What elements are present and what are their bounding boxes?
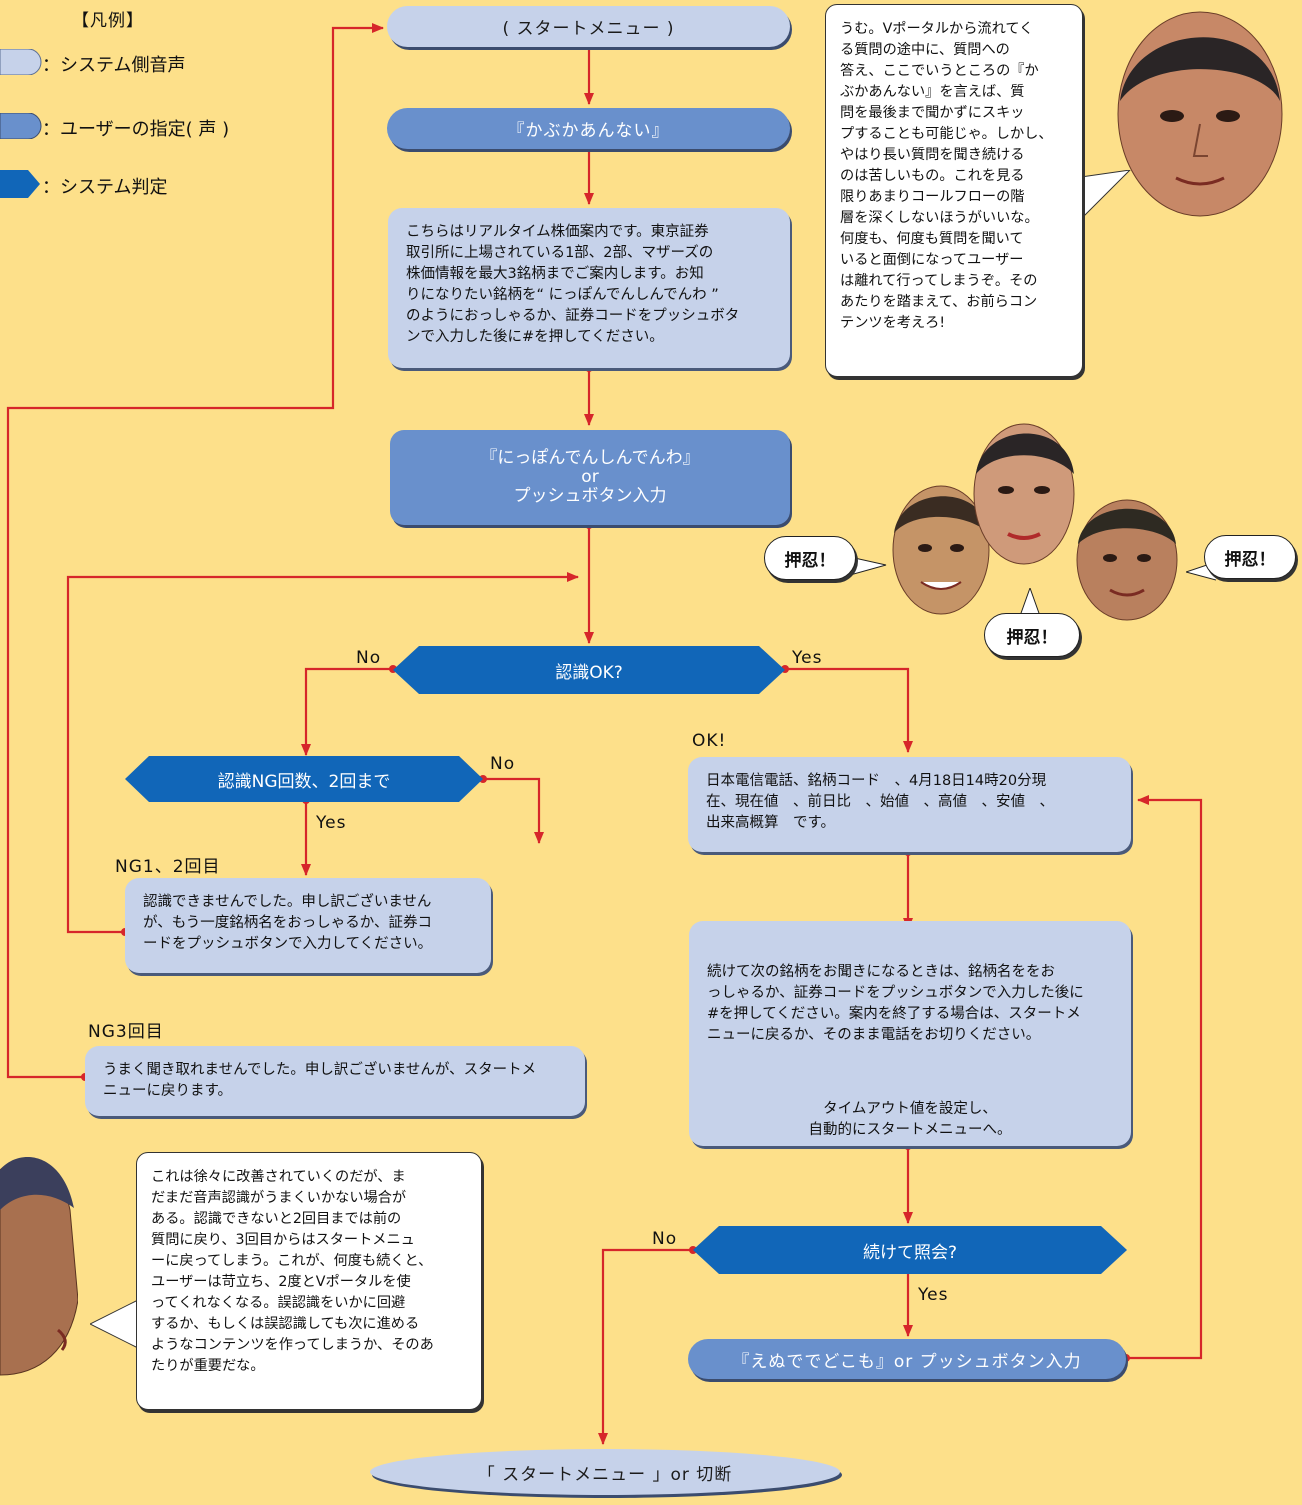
oshi-tail-1 xyxy=(850,556,887,576)
label-no-3: No xyxy=(652,1229,678,1249)
face-illustration-middle xyxy=(973,423,1075,565)
legend-system-judge: ：システム判定 xyxy=(42,177,168,198)
docomo-input-node: 『えぬででどこも』or プッシュボタン入力 xyxy=(688,1339,1126,1379)
stock-input-line1: 『にっぽんでんしんでんわ』 xyxy=(480,448,700,468)
end-node: 「 スタートメニュー 」or 切断 xyxy=(370,1449,840,1495)
legend-swatch-system-voice xyxy=(0,49,42,75)
edge-query-no xyxy=(598,1248,693,1445)
continue-decision: 続けて照会? xyxy=(693,1226,1127,1274)
speech-bubble-top-right: うむ。Vポータルから流れてく る質問の途中に、質問への 答え、ここでいうところの… xyxy=(825,4,1083,377)
recognition-decision: 認識OK? xyxy=(393,646,785,694)
bubble-tail-bottom-left xyxy=(90,1300,139,1349)
edge-ngcount-no xyxy=(483,777,544,844)
face-illustration-left xyxy=(892,485,990,615)
ng-retry-announcement: 認識できませんでした。申し訳ございません が、もう一度銘柄名をおっしゃるか、証券… xyxy=(125,878,491,973)
continue-announcement: 続けて次の銘柄をお聞きになるときは、銘柄名ををお っしゃるか、証券コードをプッシ… xyxy=(689,921,1131,1146)
label-yes-1: Yes xyxy=(792,648,823,668)
oshi-bubble-1: 押忍！ xyxy=(764,536,856,580)
legend-swatch-user-input xyxy=(0,113,42,139)
face-illustration-bottom-left xyxy=(0,1157,78,1376)
face-illustration-top-right xyxy=(1117,11,1283,217)
start-menu-node: ( スタートメニュー ) xyxy=(387,6,790,47)
intro-announcement: こちらはリアルタイム株価案内です。東京証券 取引所に上場されている1部、2部、マ… xyxy=(388,208,790,368)
timeout-text: タイムアウト値を設定し、 自動的にスタートメニューへ。 xyxy=(808,1101,1012,1138)
legend-system-voice: ：システム側音声 xyxy=(42,55,186,76)
continue-decision-label: 続けて照会? xyxy=(862,1242,958,1263)
face-illustration-right xyxy=(1076,499,1178,621)
label-ng-1-2: NG1、2回目 xyxy=(115,857,221,877)
label-yes-3: Yes xyxy=(918,1285,949,1305)
edge-docomo-loop xyxy=(1126,795,1203,1360)
oshi-bubble-2: 押忍！ xyxy=(984,613,1080,657)
legend-user-input: ：ユーザーの指定( 声 ) xyxy=(42,119,230,140)
recognition-decision-label: 認識OK? xyxy=(555,662,623,683)
edge-ng3-to-start xyxy=(6,23,384,1079)
speech-bubble-bottom-left: これは徐々に改善されていくのだが、ま だまだ音声認識がうまくいかない場合が ある… xyxy=(136,1152,482,1410)
stock-input-node: 『にっぽんでんしんでんわ』 or プッシュボタン入力 xyxy=(390,430,790,525)
stock-input-line2: or xyxy=(581,467,599,487)
edge-decision-yes xyxy=(785,667,913,753)
edge-decision-no xyxy=(301,667,393,756)
label-no-2: No xyxy=(490,754,516,774)
kabuka-command-node: 『かぶかあんない』 xyxy=(387,108,790,149)
oshi-tail-2 xyxy=(1019,588,1041,617)
label-yes-2: Yes xyxy=(316,813,347,833)
ng3-announcement: うまく聞き取れませんでした。申し訳ございませんが、スタートメ ニューに戻ります。 xyxy=(85,1046,585,1116)
continue-text: 続けて次の銘柄をお聞きになるときは、銘柄名ををお っしゃるか、証券コードをプッシ… xyxy=(707,964,1084,1043)
legend-title: 【凡例】 xyxy=(72,11,144,31)
ng-count-decision: 認識NG回数、2回まで xyxy=(125,756,483,802)
label-ng-3: NG3回目 xyxy=(88,1022,164,1042)
oshi-bubble-3: 押忍！ xyxy=(1204,535,1296,579)
quote-announcement: 日本電信電話、銘柄コード 、4月18日14時20分現 在、現在値 、前日比 、始… xyxy=(688,757,1131,852)
edge-retry-loop xyxy=(66,572,579,934)
stock-input-line3: プッシュボタン入力 xyxy=(513,486,667,506)
legend-swatch-system-judge xyxy=(0,170,40,198)
ng-count-label: 認識NG回数、2回まで xyxy=(217,771,391,792)
label-ok: OK! xyxy=(692,731,727,751)
label-no-1: No xyxy=(356,648,382,668)
